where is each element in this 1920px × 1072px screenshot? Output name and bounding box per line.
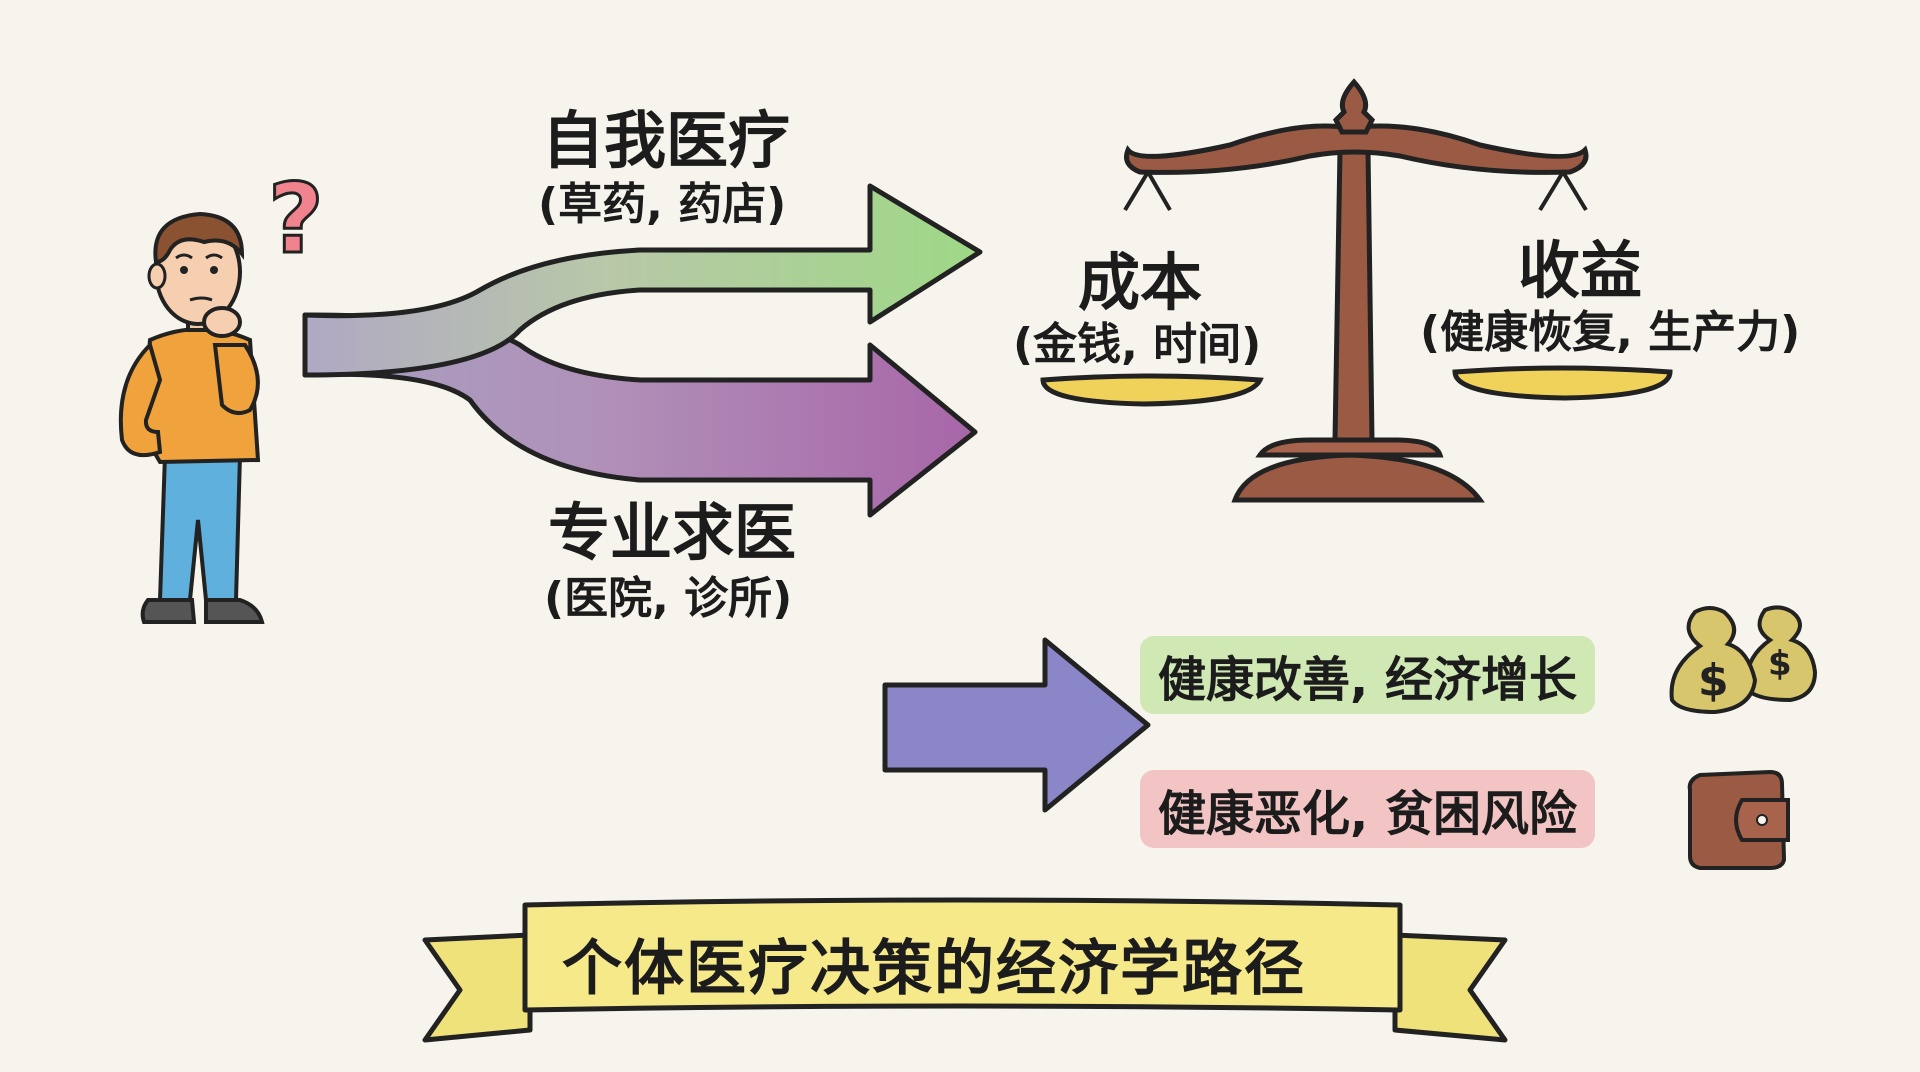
wallet-clasp (1756, 814, 1768, 826)
money-bag-front (1669, 606, 1758, 715)
cost-title: 成本 (1078, 246, 1203, 319)
positive-outcome-label: 健康改善, 经济增长 (1140, 636, 1595, 714)
professional-care-detail: (医院, 诊所) (544, 573, 793, 624)
person-legs (157, 453, 243, 602)
person-right-arm (212, 343, 260, 416)
banner-right-tail (1392, 932, 1508, 1043)
thinking-person-figure (118, 211, 265, 624)
scale-base (1231, 452, 1485, 503)
person-hair (153, 211, 245, 265)
balance-scale (1040, 78, 1673, 503)
person-brows (175, 253, 223, 260)
person-mouth (189, 296, 213, 302)
benefit-title: 收益 (1518, 234, 1643, 307)
person-eye-left (180, 266, 188, 274)
money-bag-back (1745, 605, 1818, 703)
left-pan-strings (1123, 170, 1172, 212)
person-left-arm (118, 341, 163, 457)
person-eye-right (210, 266, 218, 274)
professional-care-title: 专业求医 (548, 496, 797, 569)
negative-outcome-label: 健康恶化, 贫困风险 (1140, 770, 1595, 848)
money-symbol-front: $ (1698, 655, 1729, 706)
right-pan-strings (1538, 170, 1588, 212)
banner-body (522, 897, 1403, 1013)
outcome-arrow (882, 637, 1151, 813)
scale-finial (1332, 78, 1376, 135)
person-right-shoe (204, 598, 265, 624)
banner-left-tail (422, 932, 533, 1043)
scale-beam (1124, 123, 1589, 175)
cost-detail: (金钱, 时间) (1013, 319, 1262, 370)
person-left-shoe (140, 598, 197, 624)
money-symbol-back: $ (1768, 644, 1792, 684)
decision-fork-arrows (302, 183, 983, 518)
wallet-icon (1687, 769, 1790, 870)
question-mark-icon: ? (268, 163, 324, 275)
self-care-title: 自我医疗 (542, 104, 791, 177)
scale-plinth (1255, 437, 1444, 458)
title-banner (422, 897, 1508, 1043)
person-ear (147, 262, 167, 290)
self-care-arrow (302, 183, 983, 378)
scale-pillar (1332, 147, 1375, 443)
left-pan (1040, 373, 1264, 407)
banner-title: 个体医疗决策的经济学路径 (562, 934, 1306, 1004)
right-pan (1452, 365, 1673, 401)
benefit-detail: (健康恢复, 生产力) (1420, 307, 1801, 358)
self-care-detail: (草药, 药店) (538, 179, 787, 230)
person-hand (202, 306, 242, 338)
money-bags-icon: $ $ (1669, 605, 1818, 715)
